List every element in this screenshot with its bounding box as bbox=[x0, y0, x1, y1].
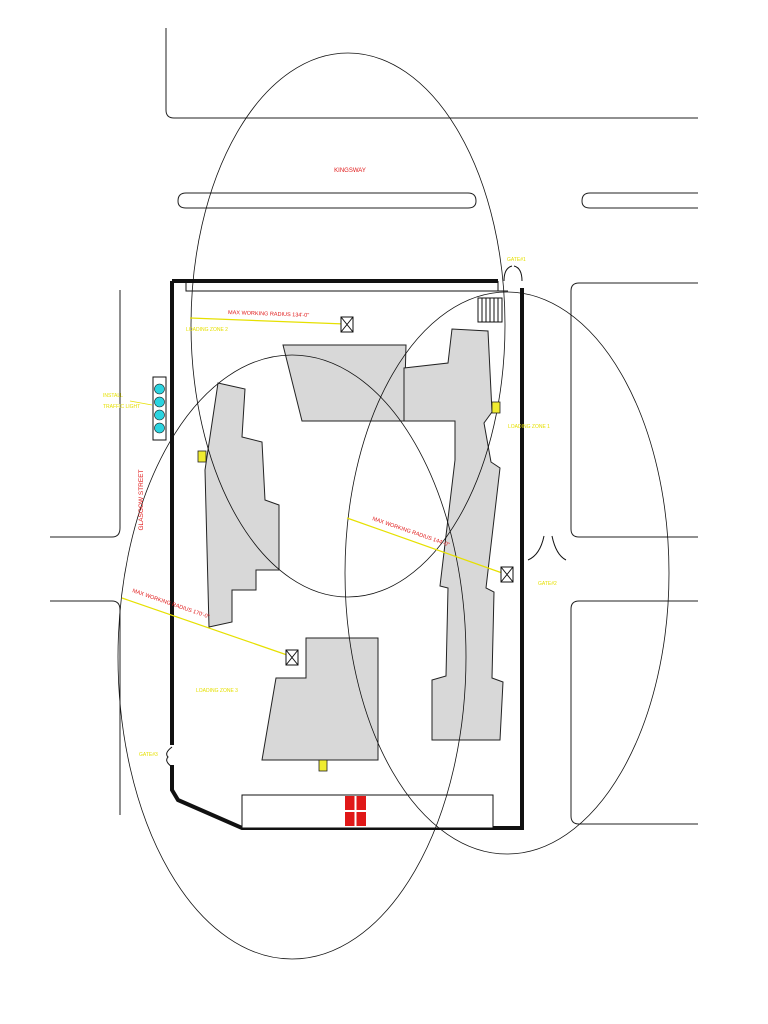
crane-2-icon bbox=[340, 316, 354, 333]
gate-1-symbol bbox=[503, 265, 523, 282]
site-office-strip bbox=[241, 794, 494, 829]
radius-line-crane-1 bbox=[346, 517, 506, 575]
buildings bbox=[204, 328, 504, 761]
traffic-light-icon bbox=[152, 376, 167, 441]
gate-2-symbol bbox=[527, 535, 567, 561]
loading-zone-3-label: LOADING ZONE 3 bbox=[196, 688, 238, 694]
traffic-light-label-1: INSTALL bbox=[103, 393, 123, 399]
building-south bbox=[261, 637, 379, 761]
loading-zone-2-label: LOADING ZONE 2 bbox=[186, 327, 228, 333]
stair-icon bbox=[477, 297, 503, 323]
radius-label-crane-1: MAX WORKING RADIUS 144'-0" bbox=[371, 516, 450, 548]
loading-zone-1-label: LOADING ZONE 1 bbox=[508, 424, 550, 430]
street-label-kingsway: KINGSWAY bbox=[334, 168, 366, 174]
radius-line-crane-2 bbox=[189, 317, 346, 325]
street-label-glasgow: GLASGOW STREET bbox=[138, 469, 145, 530]
crane-1-icon bbox=[500, 566, 514, 583]
radius-circle-crane-2 bbox=[190, 52, 506, 598]
traffic-light-leader bbox=[129, 400, 153, 406]
site-office-icon bbox=[345, 796, 366, 826]
radius-circle-crane-1 bbox=[344, 291, 670, 855]
hoist-pad-south bbox=[318, 759, 328, 772]
radius-circle-crane-3 bbox=[117, 354, 467, 960]
gate-3-symbol bbox=[166, 746, 173, 768]
gate-2-label: GATE#2 bbox=[538, 581, 557, 587]
traffic-light-label-2: TRAFFIC LIGHT bbox=[103, 404, 140, 410]
hoist-pad-west bbox=[197, 450, 207, 463]
building-west bbox=[204, 382, 280, 628]
radius-label-crane-2: MAX WORKING RADIUS 134'-0" bbox=[228, 310, 309, 319]
crane-3-icon bbox=[285, 649, 299, 666]
building-east bbox=[403, 328, 504, 741]
hoist-pad-east bbox=[491, 401, 501, 414]
crane-radius-circles bbox=[117, 52, 670, 960]
site-boundary bbox=[170, 279, 524, 830]
gate-1-label: GATE#1 bbox=[507, 257, 526, 263]
gate-3-label: GATE#3 bbox=[139, 752, 158, 758]
radius-line-crane-3 bbox=[121, 597, 291, 657]
street-curbs bbox=[50, 28, 698, 825]
